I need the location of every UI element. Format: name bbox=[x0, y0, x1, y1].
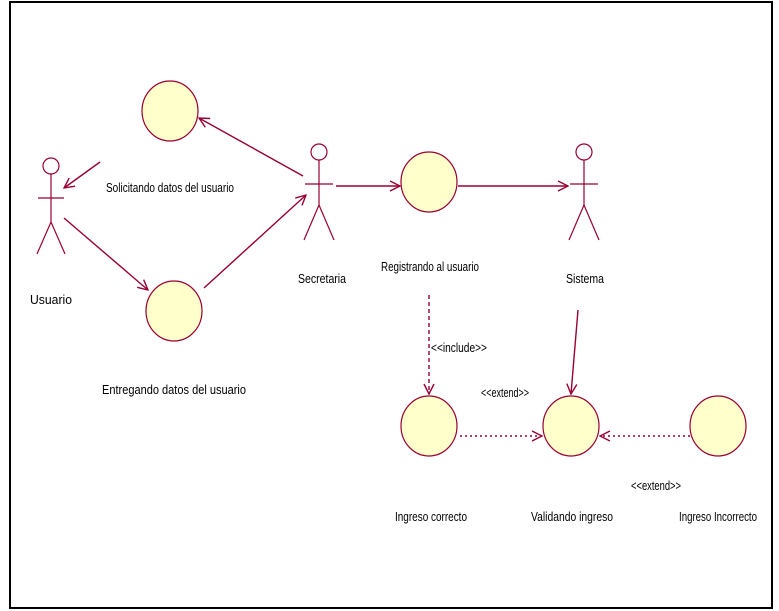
association-usuario-to-entregando bbox=[63, 217, 148, 290]
usecase-entregando bbox=[145, 280, 203, 342]
usecase-registrando-label: Registrando al usuario bbox=[381, 259, 479, 274]
usecase-solicitando-label: Solicitando datos del usuario bbox=[106, 180, 234, 195]
usecase-ingreso-correcto-label: Ingreso correcto bbox=[395, 509, 467, 524]
include-stereotype-label: <<include>> bbox=[431, 340, 487, 355]
actor-secretaria-figure bbox=[303, 143, 335, 241]
actor-sistema-label: Sistema bbox=[566, 271, 605, 286]
association-solicitando-to-usuario bbox=[64, 161, 101, 188]
association-entregando-to-secretaria bbox=[203, 195, 306, 289]
diagram-frame bbox=[9, 1, 773, 609]
usecase-solicitando bbox=[141, 80, 199, 142]
association-secretaria-to-solicitando bbox=[199, 118, 304, 177]
usecase-ingreso-correcto bbox=[400, 395, 458, 457]
usecase-registrando bbox=[400, 151, 458, 213]
usecase-ingreso-incorrecto-label: Ingreso Incorrecto bbox=[679, 509, 757, 524]
association-sistema-to-validando bbox=[571, 309, 579, 394]
actor-usuario-figure bbox=[36, 157, 66, 255]
extend-stereotype-label-1: <<extend>> bbox=[481, 385, 529, 400]
usecase-entregando-label: Entregando datos del usuario bbox=[102, 382, 246, 397]
actor-secretaria-label: Secretaria bbox=[298, 271, 347, 286]
usecase-validando-label: Validando ingreso bbox=[531, 509, 613, 524]
actor-usuario-label: Usuario bbox=[30, 292, 72, 307]
usecase-validando bbox=[542, 395, 600, 457]
extend-stereotype-label-2: <<extend>> bbox=[631, 478, 681, 493]
actor-sistema-figure bbox=[568, 143, 600, 241]
usecase-ingreso-incorrecto bbox=[689, 395, 747, 457]
